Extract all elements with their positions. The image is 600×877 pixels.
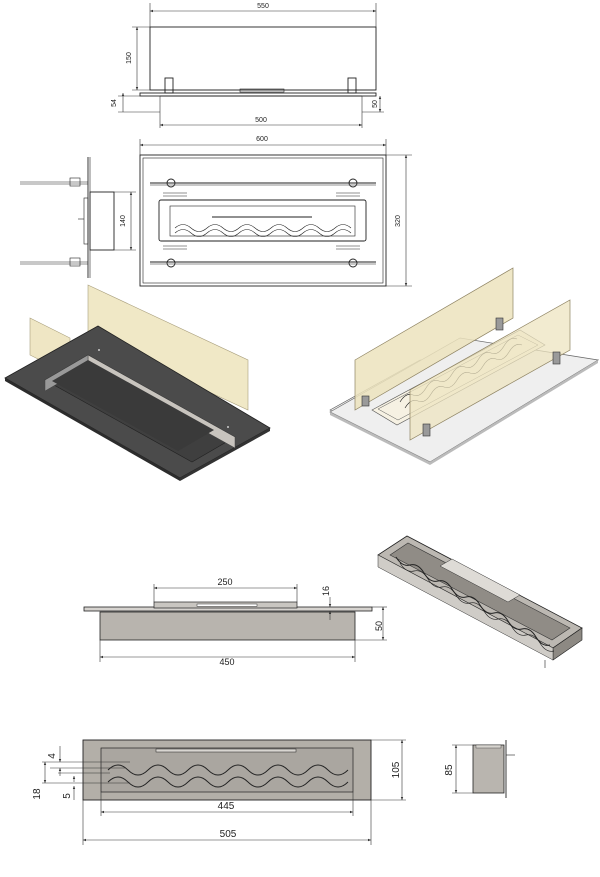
support-pin-icon: [348, 178, 358, 188]
burner-body-side: [99, 611, 356, 641]
burner-slot-front: [239, 88, 285, 93]
dim-label-85: 85: [444, 764, 455, 776]
burner-outline-plan: [158, 199, 367, 242]
glass-panel-front-iso: [409, 299, 571, 441]
dim-label-140: 140: [120, 215, 127, 227]
glass-panel-outline: [149, 26, 377, 91]
front-elevation-view: 550 150 54 50 500: [111, 3, 384, 128]
burner-side-elevation: 250 16 50 450: [83, 577, 387, 667]
dim-label-50-burner: 50: [374, 621, 384, 631]
support-post-icon: [361, 395, 370, 407]
isometric-glass-view: [329, 267, 600, 465]
dim-label-445: 445: [218, 801, 235, 812]
isometric-dark-view: [4, 284, 271, 481]
dim-label-500: 500: [255, 117, 267, 124]
burner-end-body: [472, 744, 505, 794]
dim-label-50-right: 50: [372, 100, 379, 108]
burner-side-profile: [89, 191, 115, 251]
dim-label-54: 54: [111, 99, 118, 107]
support-pin-icon: [166, 258, 176, 268]
dim-label-550: 550: [257, 3, 269, 10]
support-pin-icon: [166, 178, 176, 188]
wave-pattern-iso: [395, 556, 551, 646]
dim-label-150: 150: [126, 52, 133, 64]
dim-label-505: 505: [220, 829, 237, 840]
wave-pattern-plan-burner: [107, 764, 349, 776]
glass-support-right: [347, 77, 357, 94]
glass-panel-back-iso: [354, 267, 514, 411]
dim-label-4: 4: [47, 753, 58, 759]
dim-label-600: 600: [256, 136, 268, 143]
burner-end-view: 85: [444, 740, 515, 798]
dim-label-450: 450: [219, 657, 234, 667]
support-post-icon: [422, 423, 431, 437]
dim-label-18: 18: [32, 788, 43, 800]
burner-plan-inner: [100, 747, 354, 793]
side-view: 140: [20, 157, 136, 278]
burner-plan-view: 4 18 5 445 505 105: [32, 739, 406, 845]
glass-support-left: [164, 77, 174, 94]
dim-label-320: 320: [395, 215, 402, 227]
support-post-icon: [552, 351, 561, 365]
plan-view: 600 320: [139, 136, 412, 287]
plate-outline: [139, 154, 387, 287]
dim-label-250: 250: [217, 577, 232, 587]
dim-label-105: 105: [391, 761, 402, 778]
burner-isometric-view: [377, 535, 583, 668]
wave-pattern-plan: [174, 224, 352, 232]
support-pin-icon: [348, 258, 358, 268]
support-post-icon: [495, 317, 504, 331]
dim-label-5: 5: [62, 793, 73, 799]
glass-panel-back: [87, 284, 249, 411]
dim-label-16: 16: [321, 586, 331, 596]
